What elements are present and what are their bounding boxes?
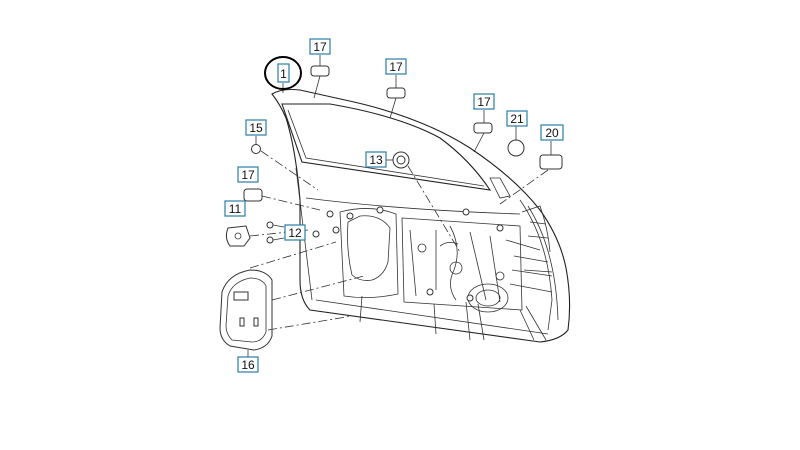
door-frame bbox=[271, 88, 571, 343]
part-16-cover-panel bbox=[219, 269, 273, 351]
highlight-circle bbox=[264, 56, 302, 90]
part-17-plug-d bbox=[243, 188, 263, 202]
part-17-plug-a bbox=[310, 65, 330, 77]
door-inner-panel bbox=[312, 206, 553, 313]
part-20-plug bbox=[539, 154, 563, 170]
svg-text:17: 17 bbox=[313, 40, 327, 54]
svg-text:13: 13 bbox=[369, 153, 383, 167]
small-parts bbox=[219, 65, 563, 351]
svg-text:11: 11 bbox=[229, 202, 242, 216]
svg-text:21: 21 bbox=[510, 112, 524, 126]
svg-text:17: 17 bbox=[241, 168, 255, 182]
callout-11[interactable]: 11 bbox=[224, 200, 246, 217]
callout-1[interactable]: 1 bbox=[277, 63, 290, 83]
svg-text:17: 17 bbox=[389, 60, 403, 74]
part-17-plug-c bbox=[473, 122, 493, 134]
part-13-grommet-inner bbox=[396, 155, 406, 165]
callout-17-top-left[interactable]: 17 bbox=[309, 38, 331, 55]
part-15-plug bbox=[251, 144, 261, 154]
callout-12[interactable]: 12 bbox=[284, 224, 306, 241]
callout-13[interactable]: 13 bbox=[365, 151, 387, 168]
callout-15[interactable]: 15 bbox=[245, 119, 267, 136]
callout-16[interactable]: 16 bbox=[237, 356, 259, 373]
callout-17-left[interactable]: 17 bbox=[237, 166, 259, 183]
callout-17-top-right[interactable]: 17 bbox=[473, 93, 495, 110]
svg-text:15: 15 bbox=[249, 121, 263, 135]
part-11-striker bbox=[225, 225, 251, 247]
callout-21[interactable]: 21 bbox=[506, 110, 528, 127]
svg-text:12: 12 bbox=[288, 226, 302, 240]
part-17-plug-b bbox=[386, 87, 406, 99]
svg-text:17: 17 bbox=[477, 95, 491, 109]
part-21-plug bbox=[507, 139, 525, 157]
part-12-bolts bbox=[266, 221, 285, 244]
door-hinge-side bbox=[489, 177, 553, 273]
svg-text:1: 1 bbox=[280, 67, 287, 81]
svg-text:16: 16 bbox=[241, 358, 255, 372]
svg-text:20: 20 bbox=[545, 126, 559, 140]
callout-17-top-middle[interactable]: 17 bbox=[385, 58, 407, 75]
callout-20[interactable]: 20 bbox=[540, 124, 564, 141]
